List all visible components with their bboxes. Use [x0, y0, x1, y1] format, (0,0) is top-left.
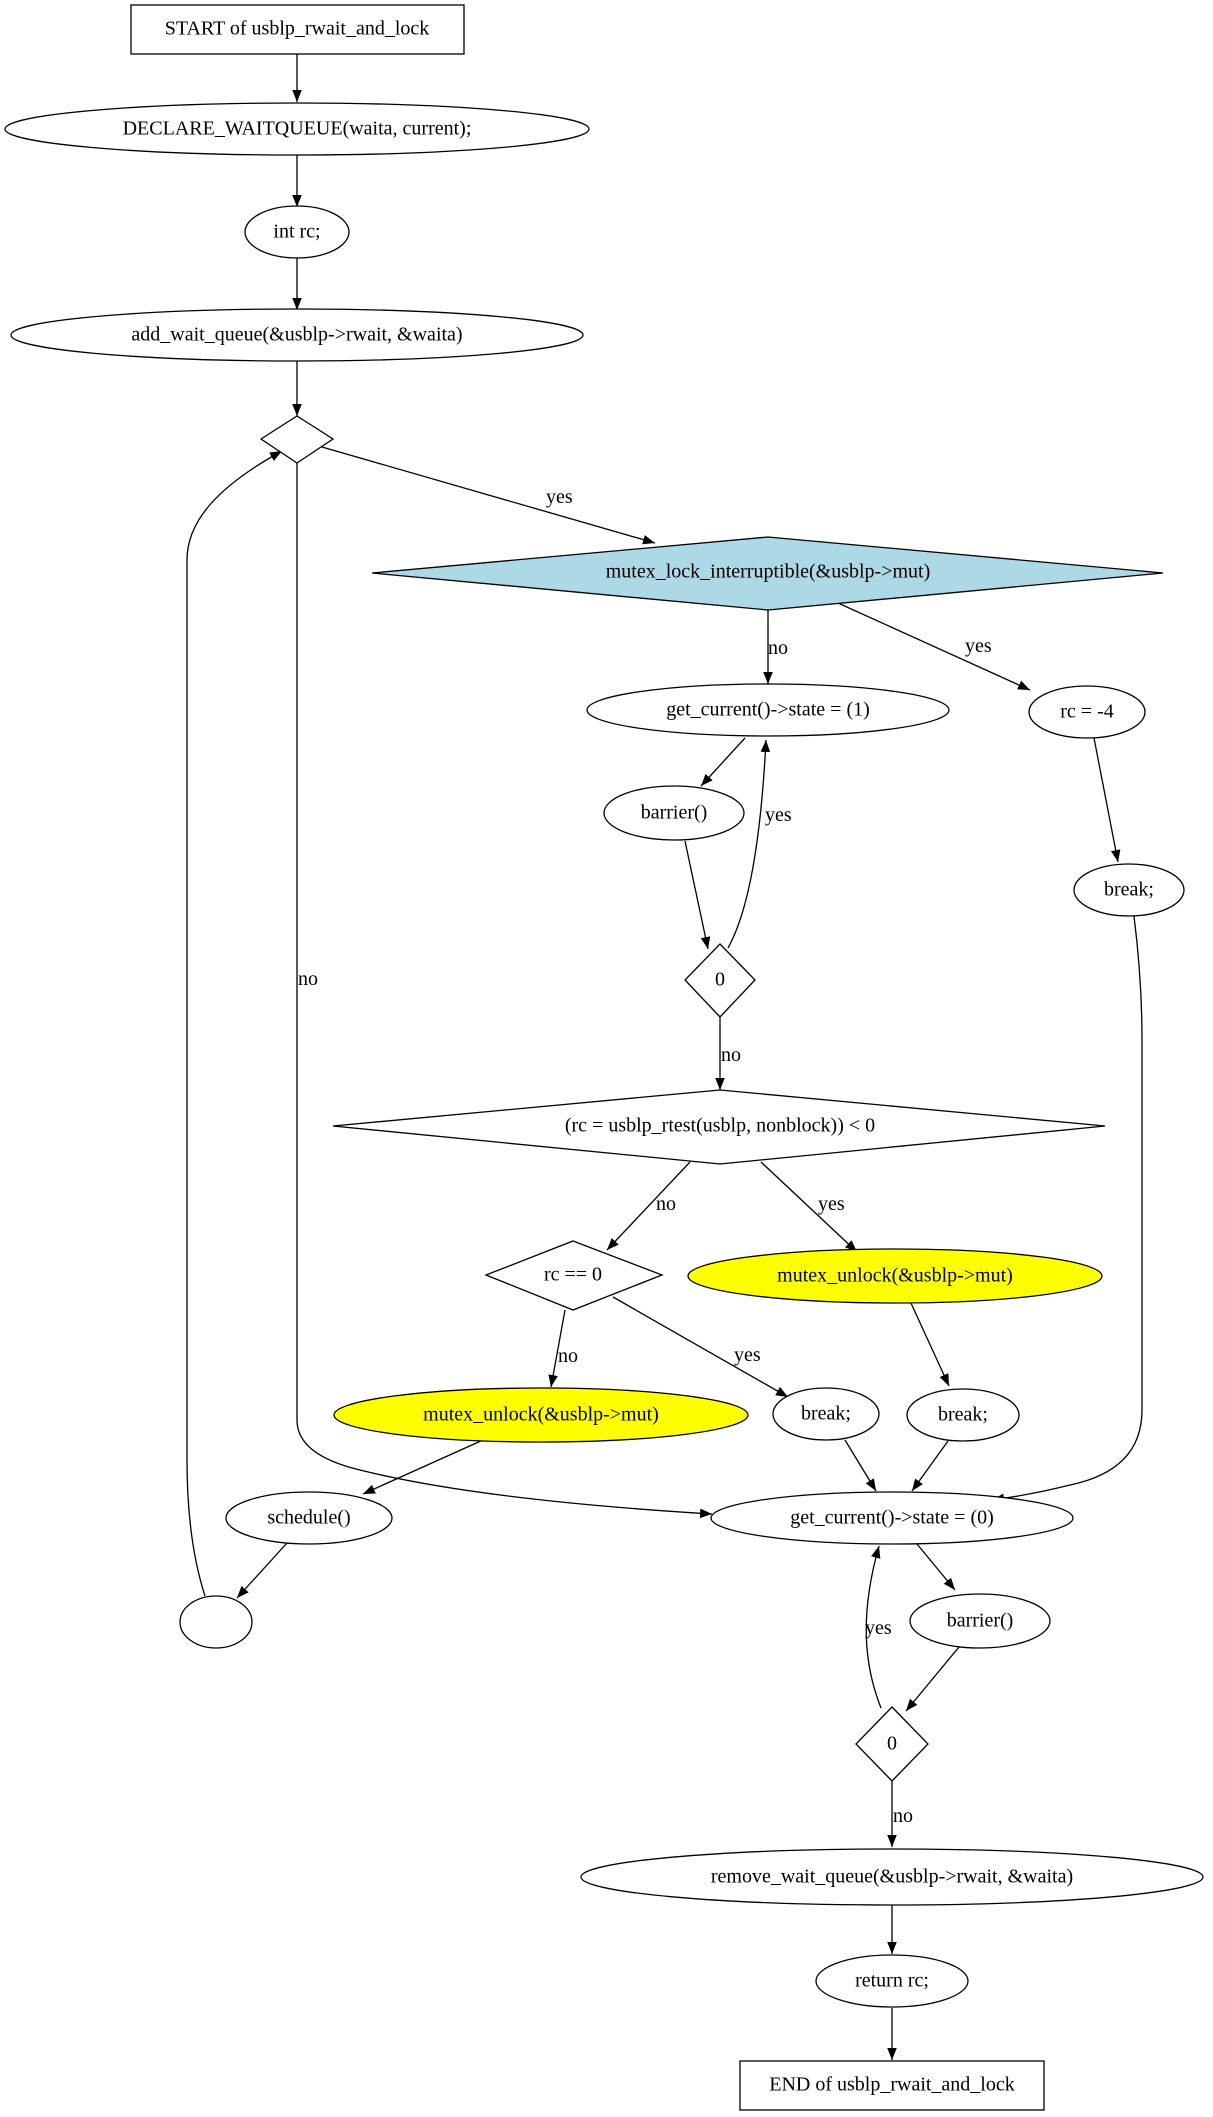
node-set-state0: get_current()->state = (0)	[710, 1491, 1074, 1545]
edge-rtest-yes	[760, 1161, 858, 1253]
edge-lock-yes	[837, 602, 1031, 691]
label-loop-no: no	[298, 968, 318, 990]
edge-state0-barrier2	[916, 1543, 956, 1591]
node-zero2: 0	[855, 1706, 929, 1782]
label-zero1-yes: yes	[765, 804, 792, 826]
node-rtest: (rc = usblp_rtest(usblp, nonblock)) < 0	[332, 1089, 1106, 1165]
node-unlock-no: mutex_unlock(&usblp->mut)	[333, 1387, 749, 1443]
node-rtest-label: (rc = usblp_rtest(usblp, nonblock)) < 0	[565, 1115, 875, 1137]
label-zero1-no: no	[721, 1044, 741, 1066]
node-schedule: schedule()	[225, 1491, 393, 1545]
edge-empty-loop	[186, 450, 283, 1597]
edge-loop-no	[296, 463, 713, 1519]
node-break3-label: break;	[938, 1404, 988, 1426]
label-rceq-yes: yes	[734, 1344, 761, 1366]
edge-labels: yes no no yes yes no no yes no yes yes n…	[298, 486, 992, 1827]
node-int-rc-label: int rc;	[273, 221, 320, 243]
label-rtest-no: no	[656, 1193, 676, 1215]
node-break2-label: break;	[801, 1403, 851, 1425]
node-start: START of usblp_rwait_and_lock	[130, 4, 465, 55]
node-return-rc-label: return rc;	[855, 1970, 929, 1992]
node-mutex-lock-shape	[371, 536, 1164, 611]
node-barrier1-label: barrier()	[641, 802, 708, 824]
edge-rtest-no	[606, 1161, 691, 1251]
node-int-rc: int rc;	[244, 205, 350, 259]
node-declare-label: DECLARE_WAITQUEUE(waita, current);	[123, 118, 472, 140]
edge-state1-barrier1	[700, 737, 746, 787]
node-set-state1-label: get_current()->state = (1)	[666, 699, 870, 721]
node-unlock-yes-label: mutex_unlock(&usblp->mut)	[777, 1265, 1013, 1287]
edge-rceq-no	[548, 1309, 566, 1388]
node-zero1: 0	[684, 943, 756, 1018]
edge-break2-state0	[844, 1439, 877, 1492]
label-zero2-no: no	[893, 1805, 913, 1827]
node-barrier2-label: barrier()	[947, 1610, 1014, 1632]
node-add-wait-label: add_wait_queue(&usblp->rwait, &waita)	[131, 324, 462, 346]
node-remove-wait: remove_wait_queue(&usblp->rwait, &waita)	[580, 1848, 1204, 1906]
node-return-rc: return rc;	[815, 1954, 969, 2008]
edge-rceq-yes	[612, 1296, 789, 1398]
edge-unlockyes-break3	[909, 1300, 950, 1387]
edge-barrier1-zero1	[684, 840, 711, 950]
node-rc-neg4-label: rc = -4	[1060, 701, 1113, 723]
node-zero2-label: 0	[887, 1733, 897, 1755]
node-break3: break;	[906, 1388, 1020, 1442]
node-mutex-lock: mutex_lock_interruptible(&usblp->mut)	[371, 536, 1164, 611]
node-set-state0-label: get_current()->state = (0)	[790, 1507, 994, 1529]
edge-loop-yes	[321, 446, 656, 545]
label-lock-no: no	[768, 637, 788, 659]
edge-schedule-empty	[236, 1542, 288, 1599]
node-declare: DECLARE_WAITQUEUE(waita, current);	[4, 102, 590, 156]
node-start-label: START of usblp_rwait_and_lock	[165, 18, 430, 40]
node-zero1-label: 0	[715, 969, 725, 991]
node-unlock-no-label: mutex_unlock(&usblp->mut)	[423, 1404, 659, 1426]
label-zero2-yes: yes	[865, 1617, 892, 1639]
edge-break1-state0	[991, 915, 1143, 1504]
node-schedule-label: schedule()	[267, 1507, 350, 1529]
node-add-wait: add_wait_queue(&usblp->rwait, &waita)	[10, 308, 584, 362]
node-rc-eq0: rc == 0	[484, 1240, 664, 1311]
node-unlock-yes: mutex_unlock(&usblp->mut)	[687, 1248, 1103, 1304]
edges	[186, 54, 1143, 2060]
label-loop-yes: yes	[546, 486, 573, 508]
node-empty	[179, 1595, 253, 1649]
nodes: START of usblp_rwait_and_lock DECLARE_WA…	[4, 4, 1204, 2111]
node-end-label: END of usblp_rwait_and_lock	[769, 2074, 1015, 2096]
node-break2: break;	[772, 1387, 880, 1441]
label-rceq-no: no	[558, 1345, 578, 1367]
label-lock-yes: yes	[965, 635, 992, 657]
node-rc-neg4: rc = -4	[1028, 685, 1146, 739]
node-break1-label: break;	[1104, 879, 1154, 901]
node-barrier1: barrier()	[603, 785, 745, 841]
node-mutex-lock-label: mutex_lock_interruptible(&usblp->mut)	[606, 561, 931, 583]
node-barrier2: barrier()	[909, 1593, 1051, 1649]
edge-zero1-yes	[727, 739, 771, 949]
edge-zero2-yes	[865, 1545, 882, 1709]
node-rc-eq0-label: rc == 0	[544, 1264, 602, 1286]
edge-barrier2-zero2	[905, 1646, 960, 1712]
node-end: END of usblp_rwait_and_lock	[739, 2060, 1045, 2111]
node-remove-wait-label: remove_wait_queue(&usblp->rwait, &waita)	[711, 1866, 1073, 1888]
edge-break3-state0	[911, 1440, 949, 1492]
edge-rcneg4-break1	[1093, 737, 1121, 863]
node-loop-cond	[259, 415, 335, 464]
label-rtest-yes: yes	[818, 1193, 845, 1215]
edge-unlockno-schedule	[362, 1439, 484, 1495]
node-break1: break;	[1073, 863, 1185, 917]
node-set-state1: get_current()->state = (1)	[586, 683, 950, 737]
